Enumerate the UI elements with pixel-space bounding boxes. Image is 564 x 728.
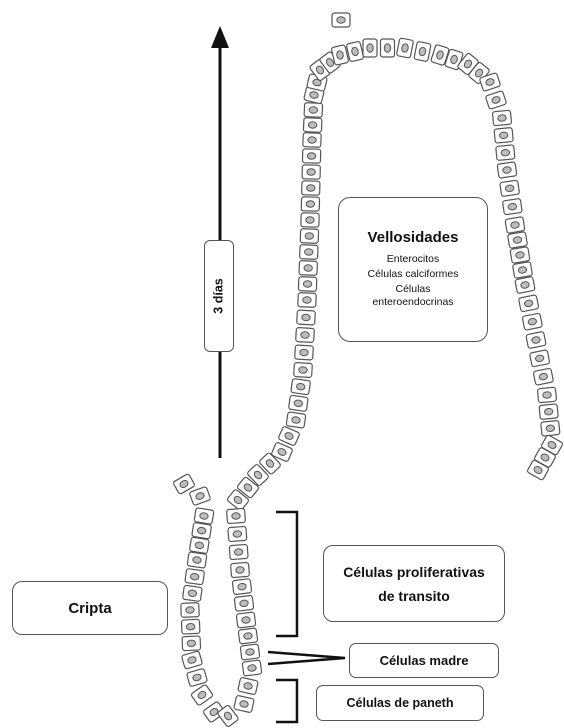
crypt-cell bbox=[238, 677, 259, 695]
villus-cell bbox=[296, 327, 315, 342]
crypt-cell bbox=[231, 562, 250, 577]
crypt-cell bbox=[236, 612, 256, 628]
villus-cell bbox=[505, 217, 525, 234]
villus-cell bbox=[502, 198, 522, 214]
proliferative-label: Células proliferativas de transito bbox=[334, 560, 494, 608]
shed-cell bbox=[332, 13, 350, 27]
villi-item-enterocytes: Enterocitos bbox=[387, 253, 440, 266]
crypt-cell bbox=[228, 526, 247, 541]
crypt-cell bbox=[238, 628, 258, 644]
villus-cell bbox=[299, 261, 318, 276]
villus-cell bbox=[500, 180, 520, 196]
proliferative-zone-bracket bbox=[276, 512, 297, 636]
villi-item-goblet-cells: Células calciformes bbox=[367, 268, 458, 281]
crypt-cell bbox=[186, 668, 207, 686]
villus-cell bbox=[298, 293, 317, 308]
villus-cell bbox=[510, 247, 530, 264]
villus-cell bbox=[303, 118, 322, 133]
villus-cell bbox=[291, 378, 311, 394]
crypt-cell bbox=[192, 522, 212, 539]
villus-cell bbox=[303, 133, 322, 148]
villus-cell bbox=[497, 162, 517, 178]
villus-cell bbox=[541, 420, 560, 436]
paneth-zone-bracket bbox=[276, 680, 297, 722]
villi-title: Vellosidades bbox=[368, 229, 459, 246]
crypt-cell bbox=[189, 537, 209, 554]
villus-cell bbox=[539, 404, 558, 420]
stem-cell-label-box: Células madre bbox=[349, 643, 499, 678]
crypt-cell bbox=[240, 644, 260, 660]
crypt-cell bbox=[181, 603, 200, 618]
villus-cell bbox=[304, 103, 323, 118]
villus-cell bbox=[518, 295, 538, 312]
villus-cell bbox=[301, 197, 319, 211]
crypt-cell bbox=[182, 636, 201, 651]
stem-cell-label: Células madre bbox=[380, 653, 469, 668]
villus-cell bbox=[522, 313, 542, 330]
villus-cell bbox=[381, 39, 395, 57]
time-label-box: 3 días bbox=[204, 240, 234, 352]
villus-cell bbox=[363, 39, 377, 57]
crypt-cell bbox=[234, 595, 254, 611]
crypt-label-box: Cripta bbox=[12, 581, 168, 635]
crypt-cell bbox=[187, 552, 207, 568]
time-label: 3 días bbox=[212, 278, 226, 313]
paneth-cell-label-box: Células de paneth bbox=[316, 685, 484, 721]
villus-cell bbox=[295, 345, 314, 360]
villus-cell bbox=[533, 368, 553, 385]
crypt-cell bbox=[232, 579, 252, 595]
villus-cell bbox=[507, 232, 527, 249]
villus-cell bbox=[346, 41, 364, 62]
villus-cell bbox=[492, 110, 511, 126]
villus-cell bbox=[302, 181, 320, 195]
crypt-cell bbox=[234, 695, 255, 713]
crypt-label: Cripta bbox=[68, 600, 111, 617]
villus-cell bbox=[494, 128, 513, 144]
villus-cell bbox=[515, 276, 535, 293]
crypt-cell bbox=[227, 508, 246, 523]
villus-cell bbox=[396, 38, 413, 58]
villus-cell bbox=[302, 149, 320, 163]
crypt-cell bbox=[185, 568, 205, 584]
crypt-cell bbox=[181, 651, 202, 669]
villus-cell bbox=[297, 310, 316, 325]
villi-item-enteroendocrine-cells: Células enteroendocrinas bbox=[358, 283, 468, 309]
villi-label-box: Vellosidades Enterocitos Células calcifo… bbox=[338, 197, 488, 342]
proliferative-label-box: Células proliferativas de transito bbox=[323, 545, 505, 622]
villus-cell bbox=[529, 350, 549, 367]
villus-cell bbox=[298, 277, 317, 292]
crypt-cell bbox=[182, 585, 202, 601]
paneth-cell-label: Células de paneth bbox=[347, 696, 454, 710]
villus-cell bbox=[537, 387, 556, 403]
crypt-cell bbox=[242, 660, 262, 676]
crypt-cell bbox=[194, 508, 214, 525]
villus-cell bbox=[300, 229, 319, 244]
crypt-cell bbox=[229, 544, 248, 559]
villus-cell bbox=[294, 362, 313, 377]
crypt-cell bbox=[181, 619, 200, 634]
stem-cell-pointer bbox=[268, 652, 345, 664]
villus-cell bbox=[414, 41, 431, 61]
villus-cell bbox=[526, 331, 546, 348]
villus-cell bbox=[485, 91, 507, 110]
villus-cell bbox=[512, 262, 532, 279]
crypt-cell bbox=[191, 684, 214, 706]
crypt-mouth-cell bbox=[189, 486, 211, 505]
villus-cell bbox=[288, 395, 308, 411]
villus-cell bbox=[300, 245, 319, 260]
villus-cell bbox=[286, 412, 306, 428]
villus-cell bbox=[496, 145, 515, 161]
villus-cell bbox=[302, 165, 320, 179]
villus-cell bbox=[301, 213, 319, 227]
villus-cell bbox=[278, 426, 300, 446]
